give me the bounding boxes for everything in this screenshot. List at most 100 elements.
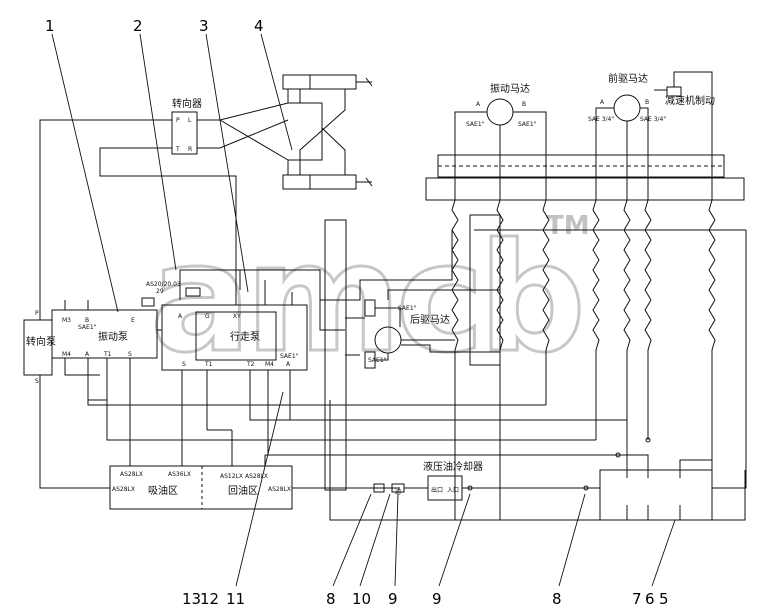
vibration-pump: 振动泵 M3 M4 B SAE1" A T1 S E [51, 300, 158, 400]
svg-text:A: A [178, 313, 183, 320]
svg-text:M3: M3 [62, 317, 71, 324]
steering-gear-body [171, 111, 198, 155]
steering-cylinders [282, 74, 373, 190]
svg-text:AS28LX: AS28LX [245, 473, 268, 480]
steering-cylinder-upper [282, 74, 357, 90]
svg-text:AS12LX: AS12LX [220, 473, 243, 480]
svg-text:SAE1": SAE1" [280, 353, 299, 360]
leader-4 [260, 33, 293, 151]
svg-text:E: E [131, 317, 135, 324]
steering-pump: 转向泵 P S [23, 305, 100, 489]
svg-text:S: S [182, 361, 186, 368]
vibration-motor: 振动马达 A B SAE1" SAE1" [454, 82, 547, 155]
watermark-logo: amcb [150, 212, 580, 386]
pressure-switch [141, 297, 155, 307]
vibration-pump-label: 振动泵 [98, 330, 128, 343]
bottom-callouts: 13 12 11 8 10 9 9 8 7 6 5 [182, 391, 676, 608]
steering-return-line [99, 147, 237, 290]
travel-pump-body [161, 304, 308, 371]
svg-text:P: P [176, 117, 180, 124]
svg-text:SAE 3/4": SAE 3/4" [640, 116, 666, 123]
valve-block [599, 437, 713, 521]
steering-gear: 转向器 P L T R [160, 97, 289, 161]
callout-11: 11 [226, 590, 245, 608]
leader-8a [332, 493, 372, 587]
svg-text:AS36LX: AS36LX [168, 471, 191, 478]
svg-text:出口: 出口 [431, 486, 443, 494]
reducer-brake-label: 减速机制动 [665, 94, 715, 107]
svg-text:SAE1": SAE1" [466, 121, 485, 128]
svg-text:T2: T2 [246, 361, 255, 368]
svg-text:T: T [175, 146, 180, 153]
svg-text:29: 29 [156, 288, 164, 295]
svg-text:XY: XY [233, 313, 241, 320]
manifold-lines [64, 370, 649, 470]
leader-11 [235, 391, 284, 587]
hydraulic-tank: 吸油区 回油区 AS28LX AS36LX AS12LX AS28LX AS28… [100, 455, 330, 510]
svg-text:入口: 入口 [447, 487, 459, 494]
callout-13: 13 [182, 590, 201, 608]
svg-text:G: G [205, 313, 210, 320]
rotary-joint-lower [425, 177, 745, 201]
front-drive-motor-symbol [613, 94, 641, 122]
svg-text:B: B [522, 101, 526, 108]
callout-8a: 8 [326, 590, 336, 608]
svg-text:P: P [35, 310, 39, 317]
leader-2 [139, 33, 177, 271]
svg-text:SAE1": SAE1" [398, 305, 417, 312]
svg-text:B: B [645, 99, 649, 106]
leader-5-7 [651, 519, 676, 587]
callout-8b: 8 [552, 590, 562, 608]
suction-zone-label: 吸油区 [148, 484, 178, 497]
svg-text:R: R [188, 146, 192, 153]
svg-text:B: B [85, 317, 89, 324]
watermark: amcb TM [149, 211, 590, 388]
svg-text:T1: T1 [204, 361, 213, 368]
callout-4: 4 [254, 17, 264, 35]
oil-cooler-label: 液压油冷却器 [423, 460, 483, 473]
leader-9b [438, 493, 471, 587]
svg-text:滤: 滤 [395, 488, 401, 496]
valve-block-body [599, 469, 713, 521]
front-drive-motor-label: 前驱马达 [608, 72, 648, 85]
callout-2: 2 [133, 17, 143, 35]
leader-3 [205, 33, 249, 293]
callout-9b: 9 [432, 590, 442, 608]
top-callouts: 1 2 3 4 [45, 17, 293, 313]
svg-text:S: S [128, 351, 132, 358]
callout-3: 3 [199, 17, 209, 35]
svg-text:A: A [600, 99, 605, 106]
callout-1: 1 [45, 17, 55, 35]
callout-6: 6 [645, 590, 655, 608]
svg-text:A: A [85, 351, 90, 358]
steering-cylinder-lower [282, 174, 357, 190]
svg-text:SAE1": SAE1" [518, 121, 537, 128]
check-valve-8a [373, 483, 385, 493]
svg-text:AS28LX: AS28LX [268, 486, 291, 493]
callout-5: 5 [659, 590, 669, 608]
leader-10 [359, 493, 391, 587]
steering-pump-label: 转向泵 [26, 335, 56, 348]
callout-12: 12 [200, 590, 219, 608]
svg-text:S: S [35, 378, 39, 385]
svg-text:AS28LX: AS28LX [112, 486, 135, 493]
svg-text:AS28LX: AS28LX [120, 471, 143, 478]
vibration-motor-symbol [486, 98, 514, 126]
steering-gear-label: 转向器 [172, 97, 202, 110]
vertical-lines [324, 155, 747, 521]
front-drive-motor: 前驱马达 A B SAE 3/4" SAE 3/4" 减速机制动 [588, 71, 715, 155]
watermark-tm: TM [546, 211, 590, 241]
svg-text:A: A [476, 101, 481, 108]
leader-8b [558, 493, 586, 587]
svg-text:SAE 3/4": SAE 3/4" [588, 116, 614, 123]
callout-7: 7 [632, 590, 642, 608]
travel-pump-label: 行走泵 [230, 330, 260, 343]
svg-text:M4: M4 [62, 351, 71, 358]
svg-text:T1: T1 [103, 351, 112, 358]
oil-cooler-section: 滤 液压油冷却器 出口 入口 [330, 460, 600, 501]
svg-text:SAE1": SAE1" [78, 324, 97, 331]
vibration-motor-label: 振动马达 [490, 82, 530, 95]
svg-text:L: L [188, 117, 192, 124]
